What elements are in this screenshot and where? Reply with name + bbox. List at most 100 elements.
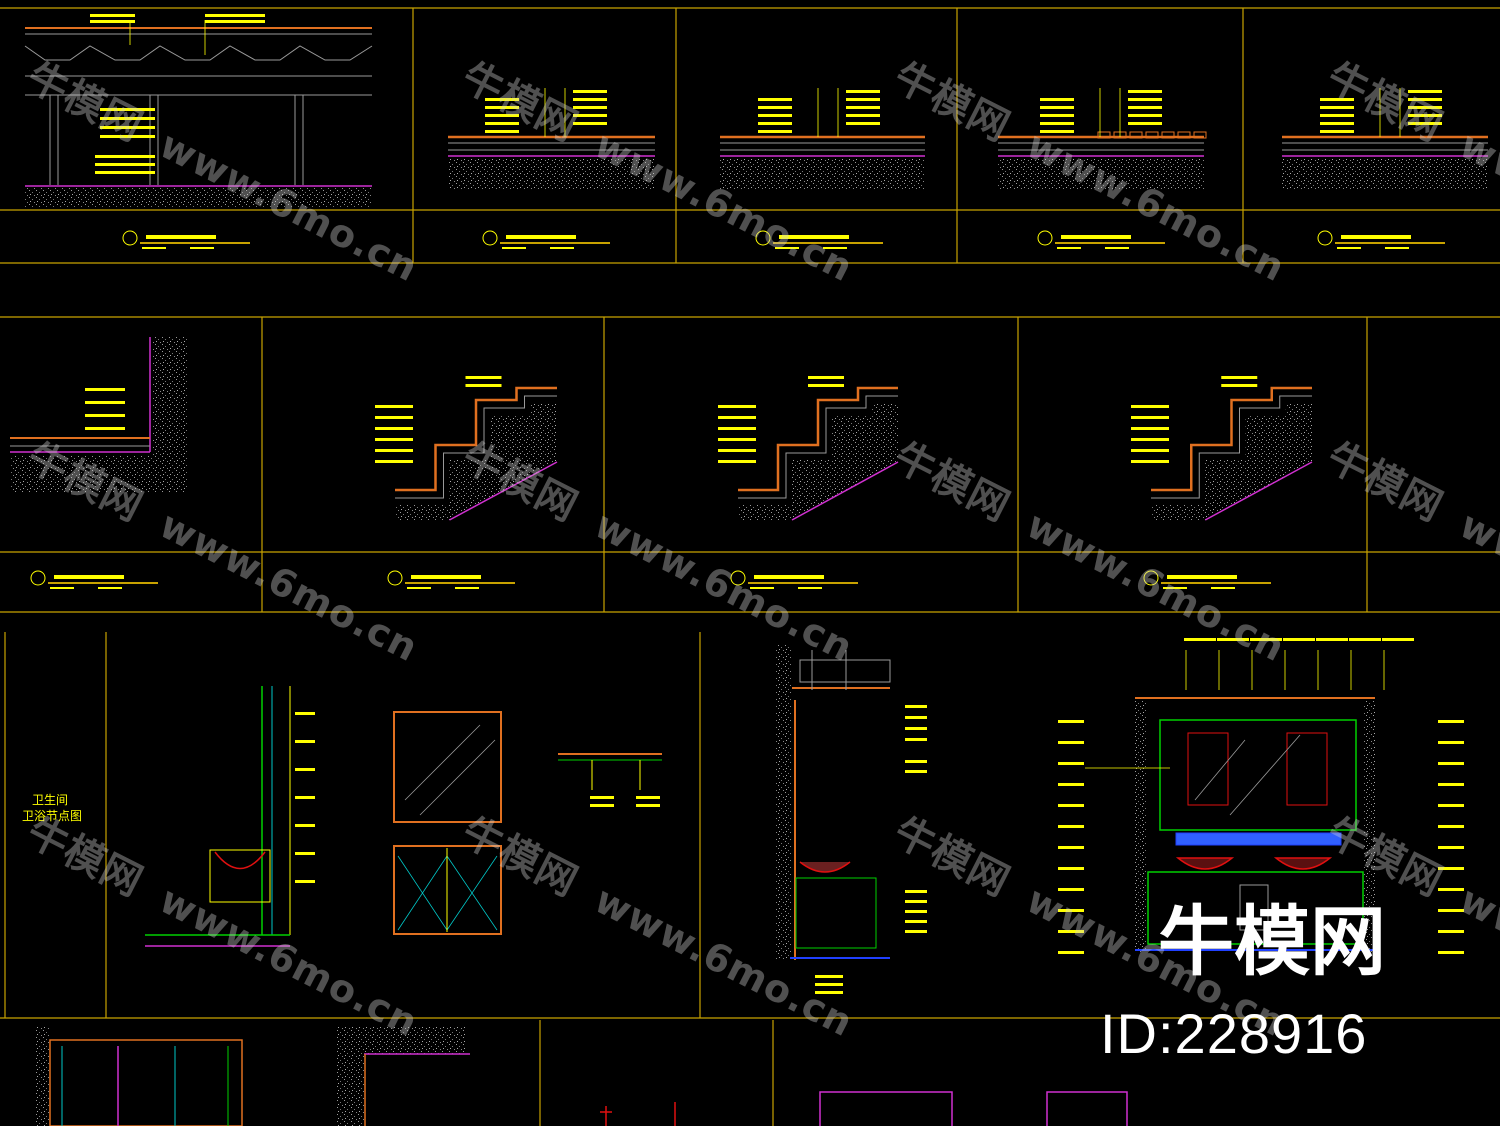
callout-label [1058, 909, 1084, 912]
callout-label [1131, 416, 1169, 419]
callout-label [1438, 762, 1464, 765]
callout-label [1438, 741, 1464, 744]
detail-scale [823, 247, 847, 249]
callout-label [85, 427, 125, 430]
callout-label [1058, 888, 1084, 891]
stair-screed [395, 395, 557, 499]
tile-joint [1097, 131, 1111, 139]
basin-right [1273, 857, 1333, 870]
detail-scale [190, 247, 214, 249]
callout-label [846, 122, 880, 125]
stair-finish [1151, 386, 1312, 492]
concrete-slab [998, 158, 1204, 190]
detail-bubble [482, 230, 498, 246]
callout-label [90, 14, 135, 17]
callout-label [1128, 90, 1162, 93]
callout-label [205, 20, 265, 23]
bathroom-section-title: 卫生间卫浴节点图 [22, 793, 82, 823]
stair-finish [738, 386, 898, 492]
callout-label [590, 796, 614, 799]
detail-bubble [1037, 230, 1053, 246]
concrete-base [25, 188, 372, 208]
callout-label [905, 930, 927, 933]
stair-detail-row [10, 337, 1313, 589]
callout-label [1131, 427, 1169, 430]
callout-label [1250, 638, 1282, 641]
callout-label [815, 983, 843, 986]
callout-label [375, 416, 413, 419]
callout-label [1058, 741, 1084, 744]
callout-label [573, 98, 607, 101]
callout-label [1131, 405, 1169, 408]
detail-bubble [387, 570, 403, 586]
callout-label [1058, 720, 1084, 723]
callout-label [1058, 846, 1084, 849]
detail-title [1061, 235, 1131, 239]
callout-label [485, 122, 519, 125]
stair-soffit [791, 461, 899, 521]
callout-label [85, 414, 125, 417]
wall-concrete [336, 1026, 466, 1054]
tile-joint [1145, 131, 1159, 139]
callout-label [718, 405, 756, 408]
callout-label [1408, 114, 1442, 117]
callout-label [100, 117, 155, 120]
detail-scale [1105, 247, 1129, 249]
callout-label [295, 880, 315, 883]
detail-bubble [122, 230, 138, 246]
callout-label [1217, 638, 1249, 641]
callout-label [573, 114, 607, 117]
callout-label [815, 975, 843, 978]
mirror-hatch [1229, 734, 1301, 816]
callout-label [1438, 951, 1464, 954]
callout-label [1382, 638, 1414, 641]
detail-bubble [755, 230, 771, 246]
callout-label [295, 824, 315, 827]
callout-label [1438, 804, 1464, 807]
callout-label [1128, 122, 1162, 125]
callout-label [485, 106, 519, 109]
concrete-slab [720, 158, 925, 190]
callout-label [1040, 122, 1074, 125]
callout-label [100, 108, 155, 111]
callout-label [1128, 106, 1162, 109]
callout-label [1221, 384, 1258, 387]
callout-label [1058, 762, 1084, 765]
detail-title [1167, 575, 1237, 579]
vanity-cabinet [209, 849, 271, 903]
callout-label [295, 712, 315, 715]
callout-label [100, 126, 155, 129]
callout-label [573, 122, 607, 125]
bathroom-detail-row: 卫生间卫浴节点图 [22, 638, 1464, 994]
callout-label [1040, 114, 1074, 117]
callout-label [1316, 638, 1348, 641]
callout-label [375, 427, 413, 430]
callout-label [905, 770, 927, 773]
door-opening [819, 1091, 953, 1126]
callout-label [1438, 783, 1464, 786]
callout-label [1040, 130, 1074, 133]
sheet-frames [0, 7, 1500, 1126]
callout-label [905, 910, 927, 913]
concrete-slab [1282, 158, 1488, 190]
callout-label [1408, 106, 1442, 109]
mirror-frame [393, 711, 502, 823]
callout-label [1058, 930, 1084, 933]
callout-label [95, 163, 155, 166]
callout-label [485, 130, 519, 133]
callout-label [846, 90, 880, 93]
callout-label [1438, 825, 1464, 828]
detail-subtitle [750, 587, 774, 589]
stair-screed [1151, 395, 1312, 499]
callout-label [905, 716, 927, 719]
detail-scale [98, 587, 122, 589]
callout-label [718, 449, 756, 452]
tile-joint [1177, 131, 1191, 139]
callout-label [808, 376, 844, 379]
callout-label [905, 760, 927, 763]
callout-label [636, 804, 660, 807]
light-trough [1175, 832, 1342, 846]
ceiling-joist [799, 659, 891, 683]
callout-label [636, 796, 660, 799]
callout-label [1320, 114, 1354, 117]
